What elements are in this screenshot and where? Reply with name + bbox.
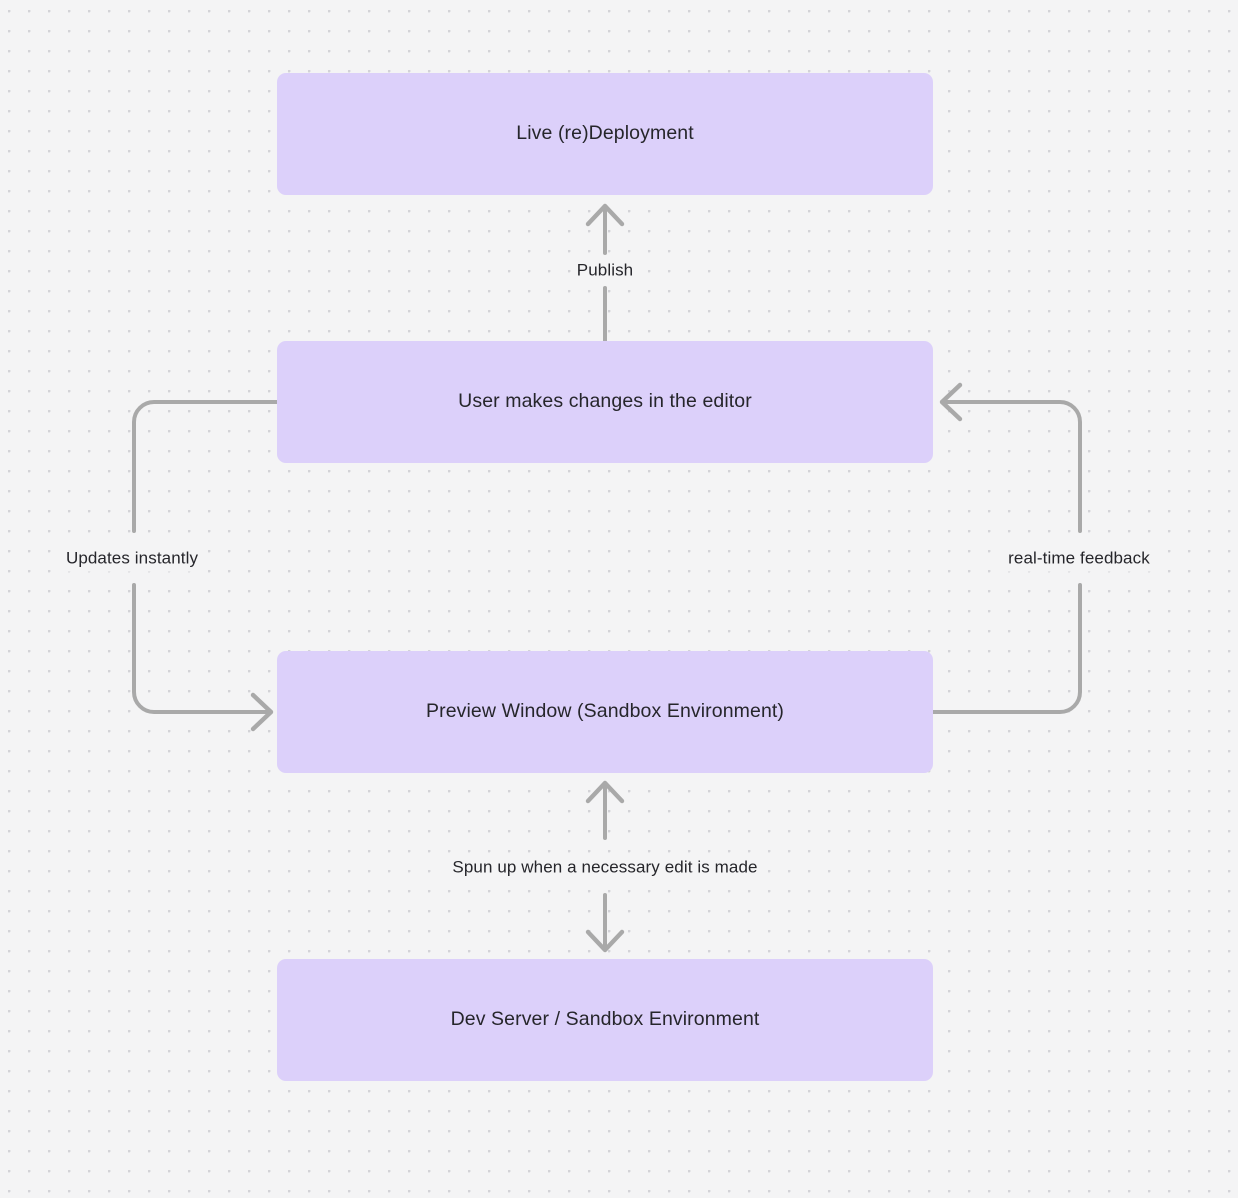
edge-label-updates-instantly: Updates instantly <box>59 544 205 572</box>
node-live-redeployment[interactable]: Live (re)Deployment <box>277 73 933 195</box>
edge-updates-upper-segment <box>132 400 279 533</box>
edge-feedback-upper-segment <box>940 400 1082 533</box>
node-label: User makes changes in the editor <box>458 390 752 413</box>
edge-label-real-time-feedback: real-time feedback <box>1002 544 1156 572</box>
arrowhead-up-icon <box>585 203 625 227</box>
edge-label-spun-up-when-a-necessary-edit-is-made: Spun up when a necessary edit is made <box>446 853 764 881</box>
node-dev-server-sandbox-environment[interactable]: Dev Server / Sandbox Environment <box>277 959 933 1081</box>
node-label: Preview Window (Sandbox Environment) <box>426 700 784 723</box>
arrowhead-down-icon <box>585 929 625 953</box>
node-label: Live (re)Deployment <box>516 122 694 145</box>
node-label: Dev Server / Sandbox Environment <box>450 1008 760 1031</box>
node-user-makes-changes-in-the-editor[interactable]: User makes changes in the editor <box>277 341 933 463</box>
edge-feedback-lower-segment <box>931 583 1082 714</box>
arrowhead-up-icon <box>585 780 625 804</box>
node-preview-window-sandbox-environment[interactable]: Preview Window (Sandbox Environment) <box>277 651 933 773</box>
edge-updates-lower-segment <box>132 583 273 714</box>
edge-label-publish: Publish <box>570 256 640 284</box>
arrowhead-right-icon <box>250 692 274 732</box>
arrowhead-left-icon <box>939 382 963 422</box>
